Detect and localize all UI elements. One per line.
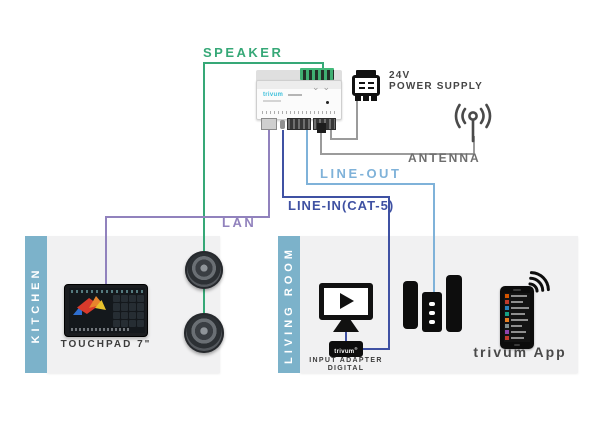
line-in-wire-vertical-2: [388, 196, 390, 350]
antenna-connector: [317, 123, 326, 133]
input-adapter-label-line2: DIGITAL: [327, 365, 365, 372]
monitor-play-icon: [319, 283, 375, 333]
round-connector: [280, 120, 285, 129]
speaker-terminal-block: [300, 68, 334, 80]
lan-port: [261, 118, 277, 130]
smartphone-icon: [500, 286, 534, 349]
living-room-zone-label: LIVING ROOM: [283, 245, 295, 364]
living-room-zone-sidebar: LIVING ROOM: [278, 236, 300, 373]
antenna-label: ANTENNA: [408, 151, 481, 165]
ceiling-speaker-icon: [185, 251, 223, 289]
lan-wire-vertical-2: [105, 216, 107, 287]
power-wire-horizontal: [330, 138, 358, 140]
device-model-text: [288, 94, 302, 96]
touchpad-icon: [64, 284, 148, 337]
antenna-wire-vertical-2: [473, 136, 475, 155]
speaker-label: SPEAKER: [203, 45, 284, 60]
line-out-wire-vertical-1: [306, 130, 308, 185]
touchpad-keypad: [113, 295, 144, 327]
line-out-wire-vertical-2: [433, 183, 435, 295]
device-terminal-labels: [262, 111, 336, 114]
antenna-wire-horizontal: [320, 153, 475, 155]
speaker-wire-vertical: [203, 62, 205, 334]
power-wire-stub: [330, 126, 332, 140]
input-adapter-label-line1: INPUT ADAPTER: [309, 357, 383, 364]
line-in-label: LINE-IN(CAT-5): [288, 198, 395, 213]
device-subtext: [263, 100, 281, 102]
play-icon: [340, 293, 354, 309]
line-out-label: LINE-OUT: [320, 166, 402, 181]
monitor-adapter-wire: [345, 328, 347, 343]
input-adapter-box: trivum®: [329, 341, 363, 357]
tower-speakers-icon: [401, 275, 463, 333]
chevron-down-icon: ⌄⌄: [312, 82, 334, 92]
line-out-wire-horizontal: [306, 183, 435, 185]
terminal-block-1: [287, 118, 311, 130]
power-wire-vertical: [356, 100, 358, 140]
amplifier-device-icon: trivum ⌄⌄: [256, 66, 342, 134]
lan-wire-vertical-1: [268, 130, 270, 218]
device-led: [326, 101, 329, 104]
touchpad-screen: [69, 288, 145, 333]
kitchen-zone-sidebar: KITCHEN: [25, 236, 47, 373]
phone-screen: [504, 293, 530, 342]
line-in-wire-vertical-1: [282, 130, 284, 198]
antenna-wire-vertical-1: [320, 130, 322, 155]
speaker-wire-horizontal: [203, 62, 324, 64]
line-in-wire-horizontal-2: [360, 348, 390, 350]
power-supply-label: 24V POWER SUPPLY: [389, 70, 484, 92]
wifi-icon: [528, 271, 550, 293]
lan-wire-horizontal: [105, 216, 270, 218]
touchpad-label: TOUCHPAD 7": [60, 339, 152, 350]
device-brand-label: trivum: [263, 92, 284, 98]
line-in-wire-horizontal-1: [282, 196, 390, 198]
kitchen-zone-label: KITCHEN: [30, 266, 42, 343]
trivum-app-label: trivum App: [473, 344, 567, 360]
ceiling-speaker-icon: [184, 313, 224, 353]
power-supply-icon: [351, 70, 381, 102]
lan-label: LAN: [222, 215, 257, 230]
antenna-icon: [454, 103, 492, 143]
